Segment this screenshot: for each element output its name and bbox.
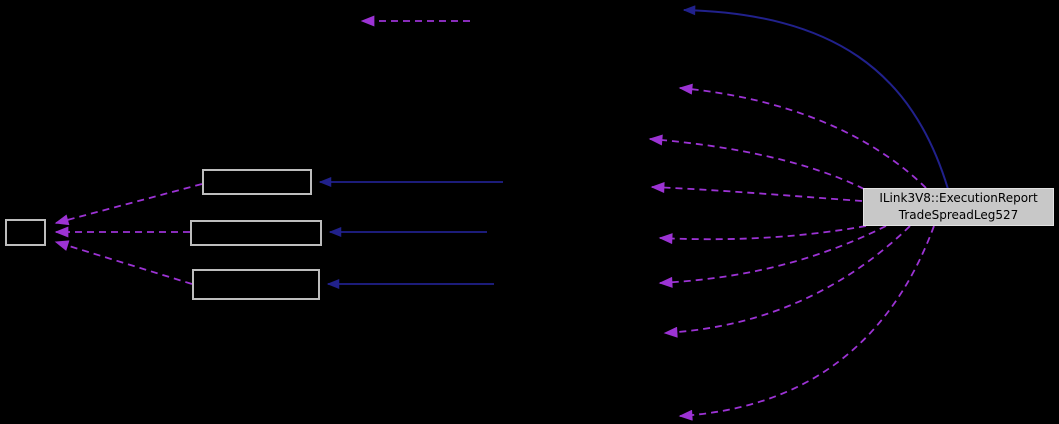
usage-edge-fan-3 <box>650 182 863 202</box>
usage-edge-left-1 <box>54 183 203 226</box>
node-box-3[interactable] <box>192 269 320 300</box>
inheritance-edge-main <box>682 5 949 190</box>
main-class-label-line1: ILink3V8::ExecutionReport <box>879 191 1038 205</box>
node-box-far-left[interactable] <box>5 219 46 246</box>
usage-edge-fan-2 <box>648 134 865 190</box>
node-box-1[interactable] <box>202 169 312 195</box>
usage-edge-fan-6 <box>663 225 911 338</box>
node-box-2[interactable] <box>190 220 322 246</box>
main-class-label-line2: TradeSpreadLeg527 <box>898 208 1019 222</box>
usage-edge-fan-1 <box>678 83 927 189</box>
node-main-class: ILink3V8::ExecutionReport TradeSpreadLeg… <box>863 188 1054 226</box>
usage-edge-left-3 <box>54 240 193 285</box>
usage-edge-fan-4 <box>658 225 867 245</box>
usage-edge-fan-5 <box>658 225 887 288</box>
usage-edge-fan-7 <box>678 225 935 421</box>
